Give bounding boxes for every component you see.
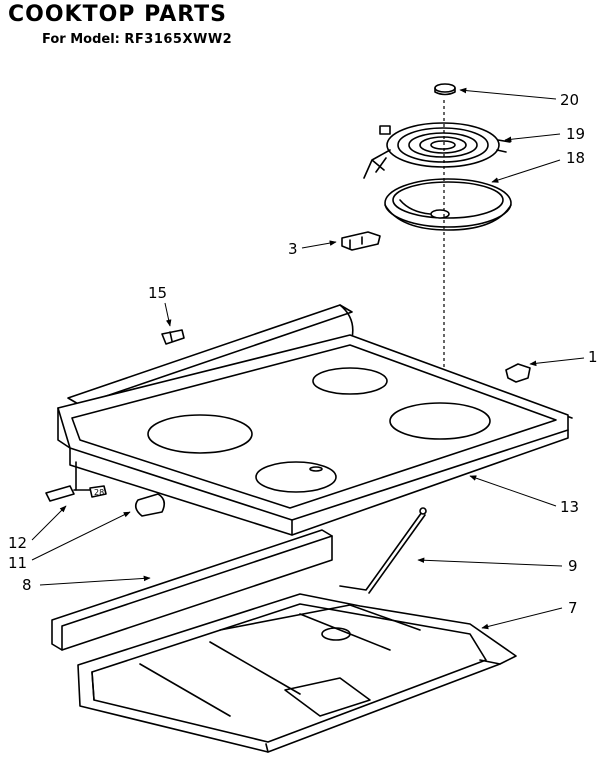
callout-1-label: 1 — [588, 348, 598, 366]
callout-18-label: 18 — [566, 149, 585, 167]
callout-9-label: 9 — [568, 557, 578, 575]
callout-1: 1 — [529, 348, 598, 367]
page-title: COOKTOP PARTS — [8, 2, 228, 27]
part-19-surface-element — [363, 122, 511, 179]
part-12-terminal: 28 — [45, 485, 107, 502]
callout-3-label: 3 — [288, 240, 298, 258]
part-3-receptacle — [341, 231, 381, 251]
part-18-drip-bowl — [384, 178, 512, 231]
part-7-bottom-pan — [77, 593, 517, 753]
model-prefix: For Model: — [42, 32, 120, 47]
model-number: RF3165XWW2 — [124, 32, 233, 47]
part-9-rod — [339, 507, 427, 594]
model-subtitle: For Model: RF3165XWW2 — [42, 32, 232, 47]
part-1-clip — [505, 363, 531, 383]
callout-13-label: 13 — [560, 498, 579, 516]
callout-19-label: 19 — [566, 125, 585, 143]
part-stamp-label: 28 — [94, 488, 104, 497]
callout-12: 12 — [8, 505, 67, 552]
callout-11: 11 — [8, 511, 131, 572]
callout-7: 7 — [481, 599, 578, 630]
callout-20: 20 — [459, 87, 579, 109]
callout-19: 19 — [504, 125, 585, 143]
callout-15: 15 — [148, 284, 172, 327]
callout-11-label: 11 — [8, 554, 27, 572]
callout-9: 9 — [417, 557, 578, 575]
part-20-cap — [434, 83, 456, 96]
callout-20-label: 20 — [560, 91, 579, 109]
part-13-cooktop — [57, 304, 573, 536]
callout-15-label: 15 — [148, 284, 167, 302]
callout-8: 8 — [22, 575, 151, 594]
callout-12-label: 12 — [8, 534, 27, 552]
part-8-trim-strip — [51, 529, 333, 651]
part-15-bracket — [161, 329, 185, 345]
callout-18: 18 — [491, 149, 585, 183]
callout-13: 13 — [469, 475, 579, 516]
callout-7-label: 7 — [568, 599, 578, 617]
callout-3: 3 — [288, 240, 337, 258]
part-11-bushing — [134, 493, 166, 517]
callout-8-label: 8 — [22, 576, 32, 594]
